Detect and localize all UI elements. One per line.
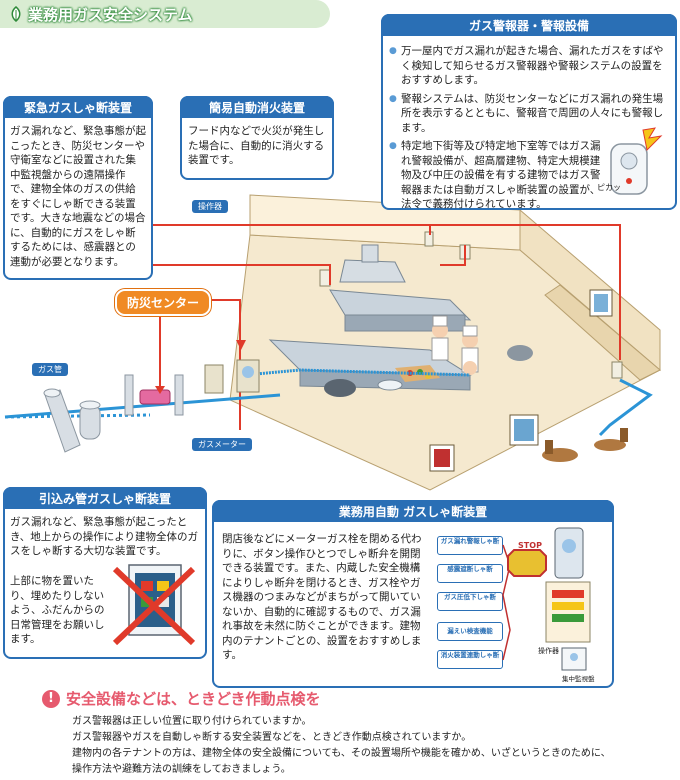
gas-alarm-bullet-3: 特定地下街等及び特定地下室等ではガス漏れ警報設備が、超高層建物、特定大規模建物及… xyxy=(389,139,606,212)
page-title: 業務用ガス安全システム xyxy=(28,6,193,24)
notice-line-1: ガス警報器は正しい位置に取り付けられていますか。 xyxy=(72,716,312,727)
auto-shutoff-title: 業務用自動 ガスしゃ断装置 xyxy=(212,500,614,522)
gas-meter-tag: ガスメーター xyxy=(192,438,252,451)
centralized-panel-label: 集中監視盤 xyxy=(562,675,595,683)
building-illustration xyxy=(4,194,661,491)
service-pipe-shutoff-box: 引込み管ガスしゃ断装置 ガス漏れなど、緊急事態が起こったとき、地上からの操作によ… xyxy=(3,487,207,659)
gas-alarm-box: ガス警報器・警報設備 万一屋内でガス漏れが起きた場合、漏れたガスをすばやく検知し… xyxy=(381,14,677,210)
emergency-shutoff-box: 緊急ガスしゃ断装置 ガス漏れなど、緊急事態が起こったとき、防災センターや守衛室な… xyxy=(3,96,153,280)
header-bar xyxy=(0,0,330,28)
auto-shutoff-device-icon xyxy=(502,527,591,671)
service-pipe-note: 上部に物を置いたり、埋めたりしないよう、ふだんからの日常管理をお願いします。 xyxy=(10,575,105,645)
do-not-block-valve-icon xyxy=(112,564,196,646)
notice-title: 安全設備などは、ときどき作動点検を xyxy=(66,690,321,708)
control-item-pressure: ガス圧低下しゃ断 xyxy=(437,592,503,611)
disaster-center-label: 防災センター xyxy=(115,289,212,316)
gas-alarm-bullet-2: 警報システムは、防災センターなどにガス漏れの発生場所を表示するとともに、警報音で… xyxy=(389,92,669,136)
exclamation-icon: ! xyxy=(42,690,60,708)
gas-alarm-box-title: ガス警報器・警報設備 xyxy=(381,14,677,36)
alarm-sound-text: ピカッ xyxy=(597,183,621,192)
emergency-shutoff-title: 緊急ガスしゃ断装置 xyxy=(3,96,153,118)
service-pipe-shutoff-title: 引込み管ガスしゃ断装置 xyxy=(3,487,207,509)
control-item-seismic: 感震遮断しゃ断 xyxy=(437,564,503,583)
emergency-shutoff-text: ガス漏れなど、緊急事態が起こったとき、防災センターや守衛室などに設置された集中監… xyxy=(10,125,146,268)
control-item-leak-check: 漏えい検査機能 xyxy=(437,622,503,641)
operator-tag: 操作器 xyxy=(192,200,228,213)
stop-sign-label: STOP xyxy=(518,541,542,550)
notice-line-4: 操作方法や避難方法の訓練をしておきましょう。 xyxy=(72,764,291,775)
fire-extinguisher-title: 簡易自動消火装置 xyxy=(180,96,334,118)
notice-line-2: ガス警報器やガスを自動しゃ断する安全装置などを、ときどき作動点検されていますか。 xyxy=(72,732,472,743)
gas-pipe-tag: ガス管 xyxy=(32,363,68,376)
control-item-gas-leak: ガス漏れ警報しゃ断 xyxy=(437,536,503,555)
gas-alarm-device-icon xyxy=(610,127,663,195)
control-item-extinguisher: 消火装置連動しゃ断 xyxy=(437,650,503,669)
notice-line-3: 建物内の各テナントの方は、建物全体の安全設備についても、その設置場所や機能を確か… xyxy=(72,748,611,759)
service-pipe-shutoff-text: ガス漏れなど、緊急事態が起こったとき、地上からの操作により建物全体のガスをしゃ断… xyxy=(10,516,199,557)
gas-alarm-bullet-1: 万一屋内でガス漏れが起きた場合、漏れたガスをすばやく検知して知らせるガス警報器や… xyxy=(389,44,669,88)
auto-shutoff-text: 閉店後などにメーターガス栓を閉める代わりに、ボタン操作ひとつでしゃ断弁を開閉でき… xyxy=(222,533,422,661)
fire-extinguisher-box: 簡易自動消火装置 フード内などで火災が発生した場合に、自動的に消火する装置です。 xyxy=(180,96,334,180)
leaf-icon xyxy=(11,6,21,22)
fire-extinguisher-text: フード内などで火災が発生した場合に、自動的に消火する装置です。 xyxy=(188,125,325,166)
operator-device-label: 操作器 xyxy=(538,647,559,655)
